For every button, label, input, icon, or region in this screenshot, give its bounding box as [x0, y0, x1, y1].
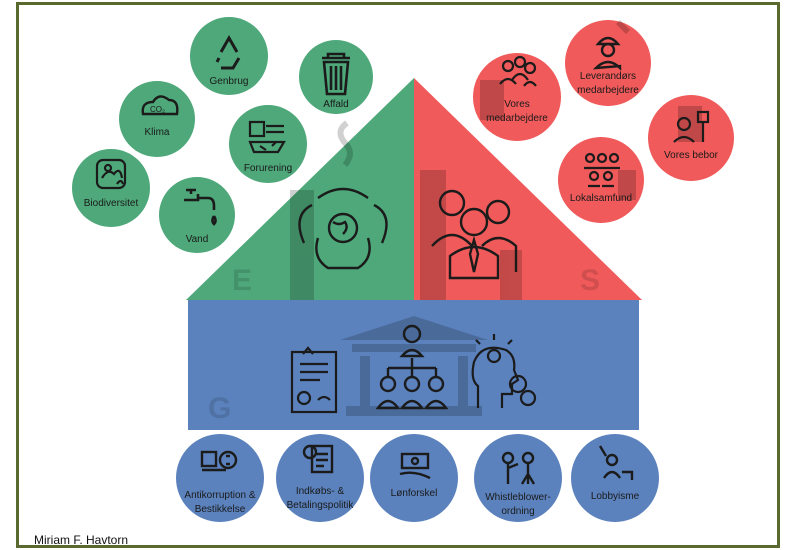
- label-antikorruption-2: Bestikkelse: [195, 504, 246, 515]
- pollution-icon: [248, 120, 286, 154]
- org-chart-icon: [375, 324, 449, 410]
- anti-bribery-icon: [200, 450, 238, 472]
- circle-vores-bebor: Vores bebor: [648, 95, 734, 181]
- label-leverandors-1: Leverandørs: [580, 71, 636, 82]
- pay-gap-icon: [399, 452, 431, 480]
- residents-icon: [673, 110, 710, 143]
- governance-circles: Antikorruption & Bestikkelse Indkøbs- & …: [176, 434, 659, 522]
- trash-bin-icon: [322, 52, 350, 96]
- label-indkobs-1: Indkøbs- &: [296, 486, 345, 497]
- svg-text:CO₂: CO₂: [150, 105, 165, 114]
- factory-silhouette: [290, 120, 522, 300]
- label-whistleblower-2: ordning: [501, 506, 534, 517]
- community-icon: [584, 152, 620, 188]
- supplier-worker-icon: [592, 36, 622, 71]
- label-biodiversitet: Biodiversitet: [84, 198, 139, 209]
- circle-antikorruption: Antikorruption & Bestikkelse: [176, 434, 264, 522]
- procurement-policy-icon: [302, 444, 334, 474]
- circle-lokalsamfund: Lokalsamfund: [558, 137, 644, 223]
- environment-roof: [186, 78, 414, 300]
- circle-affald: Affald: [299, 40, 373, 114]
- whistleblower-icon: [501, 451, 536, 485]
- courthouse-silhouette: [340, 316, 488, 416]
- label-vores-bebor: Vores bebor: [664, 150, 719, 161]
- document-icon: [290, 346, 338, 414]
- label-leverandors-2: medarbejdere: [577, 85, 639, 96]
- circle-lobbyisme: Lobbyisme: [571, 434, 659, 522]
- label-affald: Affald: [323, 99, 348, 110]
- hands-globe-icon: [298, 187, 388, 270]
- circle-lonforskel: Lønforskel: [370, 434, 458, 522]
- social-circles: Vores medarbejdere Leverandørs medarbejd…: [473, 20, 734, 223]
- label-genbrug: Genbrug: [210, 76, 249, 87]
- circle-klima: CO₂ Klima: [119, 81, 195, 157]
- label-antikorruption-1: Antikorruption &: [184, 490, 255, 501]
- environment-letter: E: [232, 264, 252, 297]
- label-lokalsamfund: Lokalsamfund: [570, 193, 632, 204]
- label-indkobs-2: Betalingspolitik: [287, 500, 355, 511]
- environment-circles: Genbrug Affald CO₂ Klima: [72, 17, 373, 253]
- circle-biodiversitet: Biodiversitet: [72, 149, 150, 227]
- circle-indkobs: Indkøbs- & Betalingspolitik: [276, 434, 364, 522]
- circle-whistleblower: Whistleblower- ordning: [474, 434, 562, 522]
- circle-vores-medarbejdere: Vores medarbejdere: [473, 53, 561, 141]
- circle-genbrug: Genbrug: [190, 17, 268, 95]
- label-klima: Klima: [144, 127, 169, 138]
- social-letter: S: [580, 264, 600, 297]
- author-credit: Miriam F. Havtorn: [34, 533, 129, 547]
- water-tap-icon: [184, 188, 217, 226]
- label-vores-medarbejdere-1: Vores: [504, 99, 530, 110]
- head-gears-icon: [471, 334, 537, 408]
- label-lobbyisme: Lobbyisme: [591, 491, 640, 502]
- circle-vand: Vand: [159, 177, 235, 253]
- co2-cloud-icon: CO₂: [141, 95, 179, 116]
- circle-leverandors-medarbejdere: Leverandørs medarbejdere: [565, 20, 651, 106]
- recycle-icon: [215, 34, 241, 70]
- biodiversity-icon: [95, 158, 127, 190]
- label-forurening: Forurening: [244, 163, 292, 174]
- governance-letter: G: [208, 392, 231, 425]
- circle-forurening: Forurening: [229, 105, 307, 183]
- employees-icon: [499, 55, 537, 87]
- label-whistleblower-1: Whistleblower-: [485, 492, 551, 503]
- label-lonforskel: Lønforskel: [391, 488, 438, 499]
- lobbyism-icon: [598, 445, 634, 480]
- label-vand: Vand: [186, 234, 209, 245]
- people-group-icon: [431, 189, 518, 280]
- label-vores-medarbejdere-2: medarbejdere: [486, 113, 548, 124]
